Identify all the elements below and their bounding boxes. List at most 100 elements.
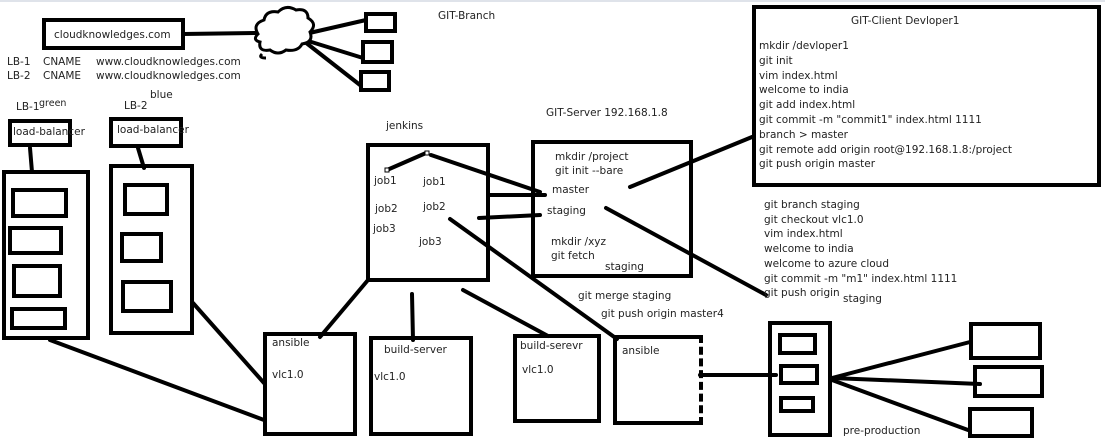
git-client-line: git add index.html <box>759 99 856 112</box>
ansible-server-version: vlc1.0 <box>272 369 304 381</box>
staging-flow-line: git branch staging <box>764 199 860 211</box>
pre-production-target-2 <box>973 365 1044 398</box>
jenkins-right-job-2: job2 <box>423 201 446 213</box>
line-cloud-box1 <box>303 18 368 36</box>
staging-flow-line: git commit -m "m1" index.html 1111 <box>764 272 958 285</box>
git-server-fetch-cmd-2: git fetch <box>551 250 595 262</box>
staging-flow-commands: git branch staging git checkout vlc1.0 v… <box>764 198 957 301</box>
lb2-server-1 <box>123 183 169 216</box>
build-server-name: build-server <box>384 344 447 356</box>
git-client-line: git init <box>759 54 793 67</box>
git-server-fetch-cmd-1: mkdir /xyz <box>551 236 607 248</box>
git-client-commands: mkdir /devloper1 git init vim index.html… <box>759 39 1012 172</box>
git-client-box <box>752 5 1101 187</box>
staging-flow-line: welcome to azure cloud <box>764 257 889 270</box>
pre-production-label: pre-production <box>843 425 921 437</box>
build-serevr-name: build-serevr <box>520 340 583 352</box>
lb2-server-3 <box>121 280 173 313</box>
ansible-staging-name: ansible <box>622 345 660 357</box>
pre-production-target-3 <box>968 407 1034 438</box>
lb2-box-label: load-balancer <box>117 124 189 136</box>
line-job2-ansible2 <box>448 217 619 341</box>
window-top-border <box>0 0 1105 2</box>
dns-record-2-type: CNAME <box>43 70 82 82</box>
lb1-color-tag: green <box>39 98 67 109</box>
cloud-icon <box>253 5 315 60</box>
line-cloud-box3 <box>303 40 362 87</box>
line-domain-cloud <box>181 31 257 36</box>
git-server-branch-master: master <box>552 184 590 196</box>
git-client-line: git push origin master <box>759 158 876 171</box>
cloud-target-box-2 <box>361 40 394 64</box>
git-client-title: GIT-Client Devloper1 <box>851 15 960 27</box>
line-jenkins-build <box>410 292 415 342</box>
dns-record-1-name: LB-1 <box>7 56 31 68</box>
ansible-staging-box <box>613 335 703 425</box>
diagram-title: GIT-Branch <box>438 10 496 22</box>
git-server-title: GIT-Server 192.168.1.8 <box>546 107 668 119</box>
lb1-server-2 <box>8 226 63 255</box>
line-switch-master <box>429 153 542 194</box>
git-client-line: mkdir /devloper1 <box>759 40 849 52</box>
staging-flow-line: welcome to india <box>764 243 854 256</box>
git-client-line: vim index.html <box>759 69 838 82</box>
git-client-line: branch > master <box>759 128 848 141</box>
ansible-server-name: ansible <box>272 337 310 349</box>
staging-flow-line: git checkout vlc1.0 <box>764 213 864 226</box>
lb1-server-pool <box>2 170 90 340</box>
pre-production-box <box>768 321 832 437</box>
git-server-fetch-branch: staging <box>605 261 644 273</box>
staging-flow-line: vim index.html <box>764 228 843 241</box>
line-jenkins-switch <box>385 151 428 172</box>
lb1-server-3 <box>12 264 62 298</box>
jenkins-box <box>366 143 490 282</box>
build-server-box <box>369 336 473 436</box>
lb1-server-1 <box>11 188 68 218</box>
jenkins-left-job-2: job2 <box>375 203 398 215</box>
pre-production-target-1 <box>969 322 1042 360</box>
dns-record-1-type: CNAME <box>43 56 82 68</box>
domain-box <box>42 18 185 50</box>
staging-flow-line: git push origin <box>764 287 840 300</box>
git-server-cmd-1: mkdir /project <box>555 151 629 163</box>
jenkins-right-job-3: job3 <box>419 236 442 248</box>
lb2-box <box>109 117 183 148</box>
lb1-server-4 <box>10 307 67 330</box>
git-server-cmd-2: git init --bare <box>555 165 624 177</box>
line-preprod-out3 <box>830 378 970 432</box>
git-client-line: git commit -m "commit1" index.html 1111 <box>759 113 982 126</box>
line-jenkins-build2 <box>461 288 550 338</box>
dns-record-2-name: LB-2 <box>7 70 31 82</box>
line-server-staging <box>604 206 768 297</box>
cloud-target-box-3 <box>359 70 391 92</box>
jenkins-left-job-3: job3 <box>373 223 396 235</box>
lb2-server-pool <box>109 164 194 335</box>
lb2-label: LB-2 <box>124 100 148 112</box>
line-preprod-out1 <box>830 340 972 380</box>
lb2-color-tag: blue <box>150 89 173 101</box>
git-client-line: git remote add origin root@192.168.1.8:/… <box>759 143 1013 156</box>
git-client-line: welcome to india <box>759 84 849 97</box>
ansible-server-box <box>263 332 357 436</box>
pre-production-server-3 <box>779 396 815 413</box>
merge-command: git merge staging <box>578 290 672 302</box>
lb1-box-label: load-balancer <box>13 126 85 138</box>
build-serevr-version: vlc1.0 <box>522 364 554 376</box>
merge-push-command: git push origin master4 <box>601 308 724 320</box>
cloud-target-box-1 <box>364 12 397 33</box>
pre-production-server-2 <box>779 364 819 385</box>
switch-contact-left <box>384 167 390 173</box>
build-serevr-box <box>513 334 601 423</box>
git-server-box <box>531 140 693 278</box>
jenkins-left-job-1: job1 <box>374 175 397 187</box>
lb2-server-2 <box>120 232 163 263</box>
git-server-branch-staging: staging <box>547 205 586 217</box>
switch-contact-right <box>424 150 430 156</box>
staging-flow-push-branch: staging <box>843 293 882 305</box>
lb1-label: LB-1 <box>16 101 40 113</box>
jenkins-title: jenkins <box>386 120 424 132</box>
line-preprod-out2 <box>830 376 982 386</box>
jenkins-right-job-1: job1 <box>423 176 446 188</box>
domain-label: cloudknowledges.com <box>54 29 171 41</box>
